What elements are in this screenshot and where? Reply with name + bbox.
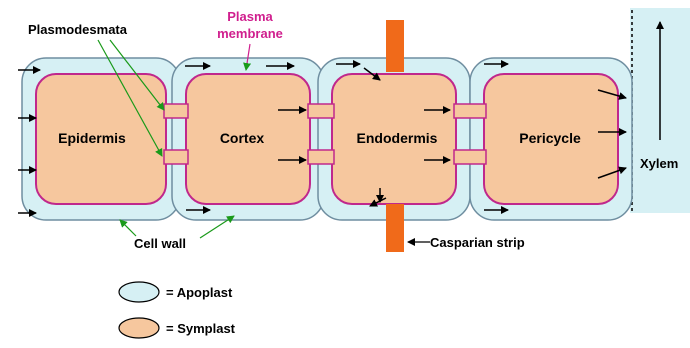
xylem-label: Xylem: [640, 156, 678, 171]
plasmodesma-channel: [164, 104, 188, 118]
plasmodesma-channel: [454, 150, 486, 164]
plasmodesmata-label: Plasmodesmata: [28, 22, 128, 37]
cell-label-pericycle: Pericycle: [519, 130, 581, 146]
cell-label-epidermis: Epidermis: [58, 130, 126, 146]
plasmodesma-channel: [308, 150, 334, 164]
legend-apoplast-label: = Apoplast: [166, 285, 233, 300]
casparian-strip-bottom: [386, 204, 404, 252]
plasma-membrane-label-line2: membrane: [217, 26, 283, 41]
legend: = Apoplast = Symplast: [119, 282, 236, 338]
casparian-strip-top: [386, 20, 404, 72]
plasmodesma-channel: [164, 150, 188, 164]
plasmodesma-channel: [308, 104, 334, 118]
cell-label-cortex: Cortex: [220, 130, 265, 146]
legend-symplast-label: = Symplast: [166, 321, 236, 336]
casparian-strip-label: Casparian strip: [430, 235, 525, 250]
legend-apoplast-swatch: [119, 282, 159, 302]
plasma-membrane-label-line1: Plasma: [227, 9, 273, 24]
cell-wall-pointer: [120, 220, 136, 236]
plasmodesma-channel: [454, 104, 486, 118]
legend-symplast-swatch: [119, 318, 159, 338]
cell-wall-label: Cell wall: [134, 236, 186, 251]
cell-label-endodermis: Endodermis: [357, 130, 438, 146]
